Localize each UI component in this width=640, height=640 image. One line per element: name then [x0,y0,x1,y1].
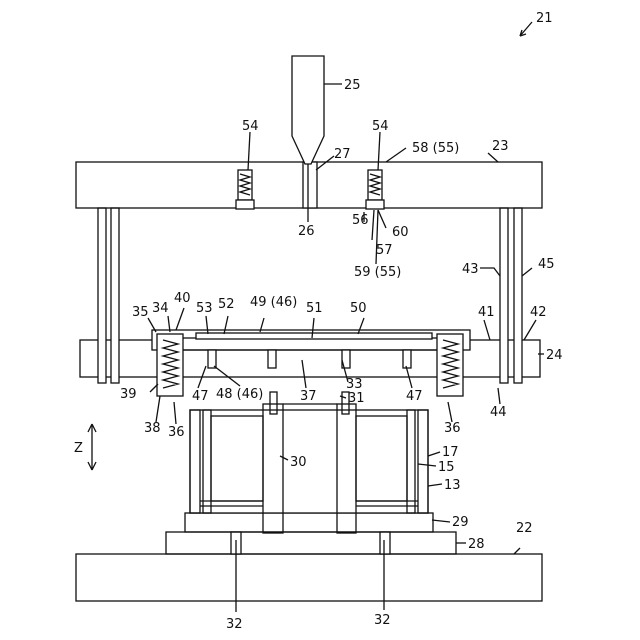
label-51: 51 [306,301,323,316]
base-plate [76,554,542,601]
label-29: 29 [452,515,469,530]
upper-plate [76,162,542,209]
label-57: 57 [376,243,393,258]
label-32-left: 32 [226,617,243,632]
label-45: 45 [538,257,555,272]
guide-rods-right [500,208,522,383]
spring-housing-right [437,334,463,396]
label-40: 40 [174,291,191,306]
label-58: 58 (55) [412,141,459,156]
label-33: 33 [346,377,363,392]
label-37: 37 [300,389,317,404]
label-z: Z [74,441,83,456]
label-23: 23 [492,139,509,154]
label-24: 24 [546,348,563,363]
label-13: 13 [444,478,461,493]
label-26: 26 [298,224,315,239]
label-50: 50 [350,301,367,316]
label-21: 21 [536,11,553,26]
label-48: 48 (46) [216,387,263,402]
label-34: 34 [152,301,169,316]
label-28: 28 [468,537,485,552]
label-47-left: 47 [192,389,209,404]
label-39: 39 [120,387,137,402]
base-block [166,532,456,554]
label-27: 27 [334,147,351,162]
label-41: 41 [478,305,495,320]
label-60: 60 [392,225,409,240]
label-36-left: 36 [168,425,185,440]
label-52: 52 [218,297,235,312]
label-30: 30 [290,455,307,470]
label-44: 44 [490,405,507,420]
label-32-right: 32 [374,613,391,628]
label-43: 43 [462,262,479,277]
label-36-right: 36 [444,421,461,436]
nozzle [292,56,324,208]
label-38: 38 [144,421,161,436]
label-59: 59 (55) [354,265,401,280]
label-31: 31 [348,391,365,406]
label-25: 25 [344,78,361,93]
label-56: 56 [352,213,369,228]
label-22: 22 [516,521,533,536]
label-42: 42 [530,305,547,320]
label-35: 35 [132,305,149,320]
label-17: 17 [442,445,459,460]
label-15: 15 [438,460,455,475]
label-54-right: 54 [372,119,389,134]
label-53: 53 [196,301,213,316]
label-49: 49 (46) [250,295,297,310]
label-47-right: 47 [406,389,423,404]
spring-housing-left [157,334,183,396]
lower-die-assembly [190,410,428,513]
middle-plate [80,330,540,377]
lower-plate [185,513,433,532]
guide-rods-left [98,208,119,383]
label-54-left: 54 [242,119,259,134]
